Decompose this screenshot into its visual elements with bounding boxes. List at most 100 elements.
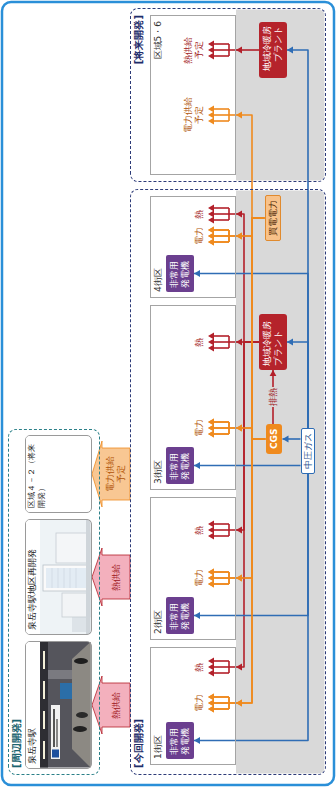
arrowhead — [208, 694, 214, 701]
arrowhead — [208, 227, 214, 234]
connector-line — [213, 433, 229, 435]
node-label: 買電電力 — [268, 200, 279, 236]
connector-line — [213, 702, 229, 704]
node-label: 非常用発電機 — [169, 451, 191, 480]
connector-line — [213, 577, 229, 579]
arrowhead — [208, 569, 214, 576]
connector-line — [236, 439, 266, 703]
connector-label: 電力 — [194, 568, 205, 588]
arrowhead — [208, 333, 214, 340]
block-box: 4街区非常用発電機 — [150, 196, 236, 298]
node-label: 非常用発電機 — [169, 259, 191, 288]
arrowhead — [208, 527, 214, 534]
connector-line — [213, 427, 229, 429]
node-label: 泉岳寺駅地区再開発 — [26, 520, 39, 634]
arrowhead — [208, 227, 214, 234]
connector-line — [194, 474, 308, 741]
section-frame: [周辺開発]泉岳寺駅 泉岳寺駅地区再開発 区域４－２（将来開発） — [8, 429, 100, 775]
arrowhead — [194, 737, 200, 744]
connector-line — [213, 219, 229, 221]
plant-box: 地域冷暖房プラント — [259, 314, 287, 370]
connector-line — [236, 342, 259, 667]
illustration — [43, 565, 90, 591]
connector-line — [213, 108, 229, 110]
generator-box: 非常用発電機 — [166, 447, 194, 484]
illustration — [43, 711, 45, 729]
illustration — [43, 651, 45, 669]
node-label: 非常用発電機 — [169, 726, 191, 755]
connector-label: 熱 — [194, 525, 205, 536]
arrowhead — [287, 339, 293, 346]
connector-line — [213, 49, 229, 51]
arrowhead — [208, 211, 214, 218]
illustration — [86, 520, 91, 634]
connector-line — [229, 702, 236, 704]
connector-line — [229, 427, 236, 429]
connector-line — [229, 235, 236, 237]
illustration — [60, 683, 72, 699]
arrowhead — [236, 700, 242, 707]
arrowhead — [208, 47, 214, 54]
illustration — [40, 520, 91, 634]
connector-line — [213, 696, 229, 698]
arrowhead — [208, 569, 214, 576]
arrowhead — [236, 233, 242, 240]
section-frame: [将来開発]区域5・6地域冷暖房プラント — [130, 8, 326, 182]
arrowhead — [208, 41, 214, 48]
connector-line — [213, 696, 229, 698]
area-panel: 区域４－２（将来開発） — [25, 435, 92, 513]
connector-line — [229, 529, 236, 531]
connector-line — [287, 50, 308, 428]
connector-line — [213, 207, 229, 209]
arrowhead — [208, 431, 214, 438]
arrowhead — [208, 521, 214, 528]
connector-line — [236, 342, 259, 530]
node-label: 区域5・6 — [153, 21, 164, 169]
connector-label: 電力 — [194, 693, 205, 713]
node-label: 泉岳寺駅 — [26, 642, 39, 768]
connector-line — [213, 708, 229, 710]
supply-arrow — [92, 441, 130, 507]
connector — [287, 339, 308, 428]
connector-line — [229, 235, 236, 237]
illustration — [52, 568, 53, 588]
photo-panel: 泉岳寺駅地区再開発 — [25, 519, 92, 635]
generator-box: 非常用発電機 — [166, 597, 194, 634]
connector-line — [194, 274, 308, 429]
illustration — [62, 593, 90, 617]
connector-line — [213, 235, 229, 237]
arrowhead — [194, 462, 200, 469]
connector — [283, 436, 301, 443]
gas-box: 中圧ガス — [301, 428, 316, 474]
connector — [208, 439, 266, 712]
connector — [194, 270, 308, 428]
connector-line — [236, 218, 265, 703]
illustration — [40, 642, 91, 768]
arrowhead — [208, 706, 214, 713]
arrowhead — [236, 700, 242, 707]
connector — [208, 218, 265, 437]
connector — [208, 439, 266, 587]
connector-line — [229, 49, 236, 51]
arrowhead — [208, 706, 214, 713]
illustration — [76, 712, 88, 718]
node-label: 2街区 — [153, 503, 164, 634]
connector-line — [213, 433, 229, 435]
arrowhead — [208, 700, 214, 707]
connector-line — [213, 213, 229, 215]
node-label: 1街区 — [153, 653, 164, 759]
illustration — [56, 533, 90, 563]
arrowhead — [287, 47, 293, 54]
connector-line — [213, 577, 229, 579]
node-label: 区域４－２（将来開発） — [26, 436, 47, 512]
illustration — [64, 568, 65, 588]
arrowhead — [208, 575, 214, 582]
arrowhead — [208, 431, 214, 438]
photo-panel: 泉岳寺駅 — [25, 641, 92, 769]
section-title: [周辺開発] — [11, 436, 23, 768]
connector-line — [236, 439, 266, 578]
connector-line — [213, 571, 229, 573]
illustration — [56, 719, 58, 747]
arrowhead — [208, 205, 214, 212]
connector-line — [213, 660, 229, 662]
